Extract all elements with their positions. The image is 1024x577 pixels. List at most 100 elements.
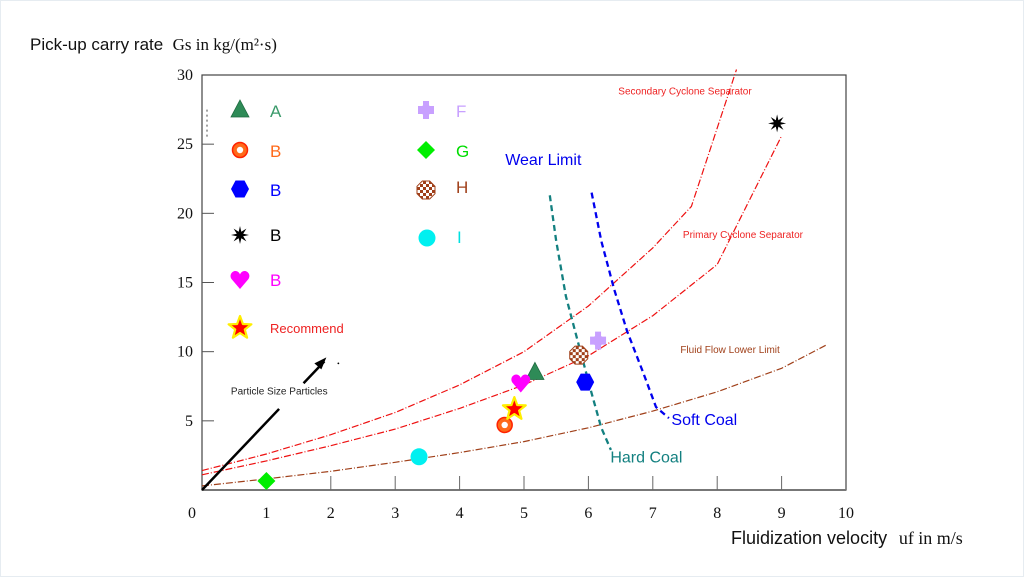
y-tick-label: 20 <box>177 205 193 222</box>
x-tick-label: 5 <box>520 505 528 522</box>
data-point-b-heart <box>511 374 531 393</box>
soft-coal-curve <box>590 192 670 419</box>
y-tick-label: 25 <box>177 136 193 153</box>
starburst-icon <box>231 226 249 244</box>
y-tick-label: 10 <box>177 344 193 361</box>
legend-label: B <box>270 226 281 245</box>
legend-item: B <box>231 141 281 161</box>
primary-cyclone-separator-annotation: Primary Cyclone Separator <box>683 230 804 241</box>
legend-marker <box>227 314 253 339</box>
wear-limit-annotation: Wear Limit <box>505 152 582 169</box>
secondary-cyclone-separator-curve <box>201 69 738 472</box>
legend-label: G <box>456 142 469 161</box>
legend-item: F <box>418 101 466 121</box>
diamond-icon <box>417 141 435 159</box>
stray-dot <box>337 362 340 365</box>
particle-size-particles-annotation: Particle Size Particles <box>231 387 328 398</box>
x-tick-label: 4 <box>456 505 464 522</box>
legend-marker <box>230 271 250 289</box>
triangle-icon <box>525 361 545 380</box>
data-point-b-hexagon <box>576 373 595 391</box>
hexagon-icon <box>231 180 249 198</box>
legend-marker <box>417 141 435 159</box>
curves <box>201 69 827 491</box>
x-tick-label: 10 <box>838 505 854 522</box>
legend-item: H <box>416 178 468 200</box>
legend-label: B <box>270 181 281 200</box>
y-tick-label: 15 <box>177 275 193 292</box>
fluid-flow-lower-limit-curve <box>201 344 827 487</box>
legend-item: B <box>230 271 281 290</box>
legend-item: Recommend <box>227 314 344 339</box>
y-axis-label: Pick-up carry rate Gs in kg/(m²·s) <box>30 35 277 55</box>
hexagon-icon <box>576 373 595 391</box>
secondary-cyclone-separator-annotation: Secondary Cyclone Separator <box>618 86 752 97</box>
legend-label: B <box>270 271 281 290</box>
legend-item: A <box>230 99 282 121</box>
legend-marker <box>231 180 249 198</box>
ring-hole <box>236 146 244 154</box>
legend-marker <box>416 180 436 200</box>
x-tick-label: 1 <box>262 505 270 522</box>
hard-coal-annotation: Hard Coal <box>610 449 682 466</box>
legend-item: B <box>231 226 281 245</box>
arrow-head-icon <box>314 357 327 370</box>
legend-label: I <box>457 228 462 247</box>
data-point-b-ring <box>496 416 513 434</box>
data-point-f-cross-blob <box>590 331 607 350</box>
legend-marker <box>231 226 249 244</box>
soft-coal-annotation: Soft Coal <box>671 412 737 429</box>
triangle-icon <box>230 99 250 118</box>
circle-icon <box>410 448 428 466</box>
legend-label: B <box>270 142 281 161</box>
primary-cyclone-separator-curve <box>201 135 783 476</box>
y-tick-label: 5 <box>185 413 193 430</box>
star-icon <box>227 314 253 339</box>
x-tick-label: 8 <box>713 505 721 522</box>
data-point-a-triangle <box>525 361 545 380</box>
legend-marker <box>231 141 249 159</box>
legend-label: H <box>456 178 468 197</box>
circle-icon <box>418 229 436 247</box>
fluid-flow-lower-limit-annotation: Fluid Flow Lower Limit <box>680 345 780 356</box>
legend-item: G <box>417 141 469 161</box>
legend-label: A <box>270 102 282 121</box>
axes: 5 10 15 20 25 30 0 1 2 3 4 5 6 7 8 9 10 <box>177 67 854 522</box>
cross-core <box>420 104 432 116</box>
data-points <box>257 114 787 491</box>
heart-icon <box>511 374 531 393</box>
star-icon <box>501 395 527 420</box>
legend-marker <box>230 99 250 118</box>
x-axis-label: Fluidization velocity uf in m/s <box>731 528 963 549</box>
hard-coal-curve <box>548 195 612 451</box>
legend-label: F <box>456 102 466 121</box>
x-tick-label: 7 <box>649 505 657 522</box>
x-tick-label: 6 <box>584 505 592 522</box>
cross-core <box>592 335 604 347</box>
data-point-recommend-star <box>501 395 527 420</box>
data-point-b-starburst <box>768 114 787 133</box>
diamond-icon <box>257 472 276 491</box>
data-point-g-diamond <box>257 472 276 491</box>
data-point-h-checker <box>569 345 589 365</box>
checker-icon <box>416 180 436 200</box>
data-point-i-circle <box>410 448 428 466</box>
x-tick-label: 3 <box>391 505 399 522</box>
starburst-icon <box>768 114 787 133</box>
x-tick-label: 2 <box>327 505 335 522</box>
legend-marker <box>418 101 434 119</box>
legend-marker <box>418 229 436 247</box>
particle-size-arrow-shaft <box>201 408 280 491</box>
ring-hole <box>501 421 508 429</box>
plot-area-border <box>201 74 847 491</box>
x-tick-label: 9 <box>778 505 786 522</box>
legend: A B B B B Recommend F GH I <box>227 99 469 339</box>
x-tick-label: 0 <box>188 505 196 522</box>
checker-icon <box>569 345 589 365</box>
legend-item: B <box>231 180 281 200</box>
y-tick-label: 30 <box>177 67 193 84</box>
legend-item: I <box>418 228 462 247</box>
